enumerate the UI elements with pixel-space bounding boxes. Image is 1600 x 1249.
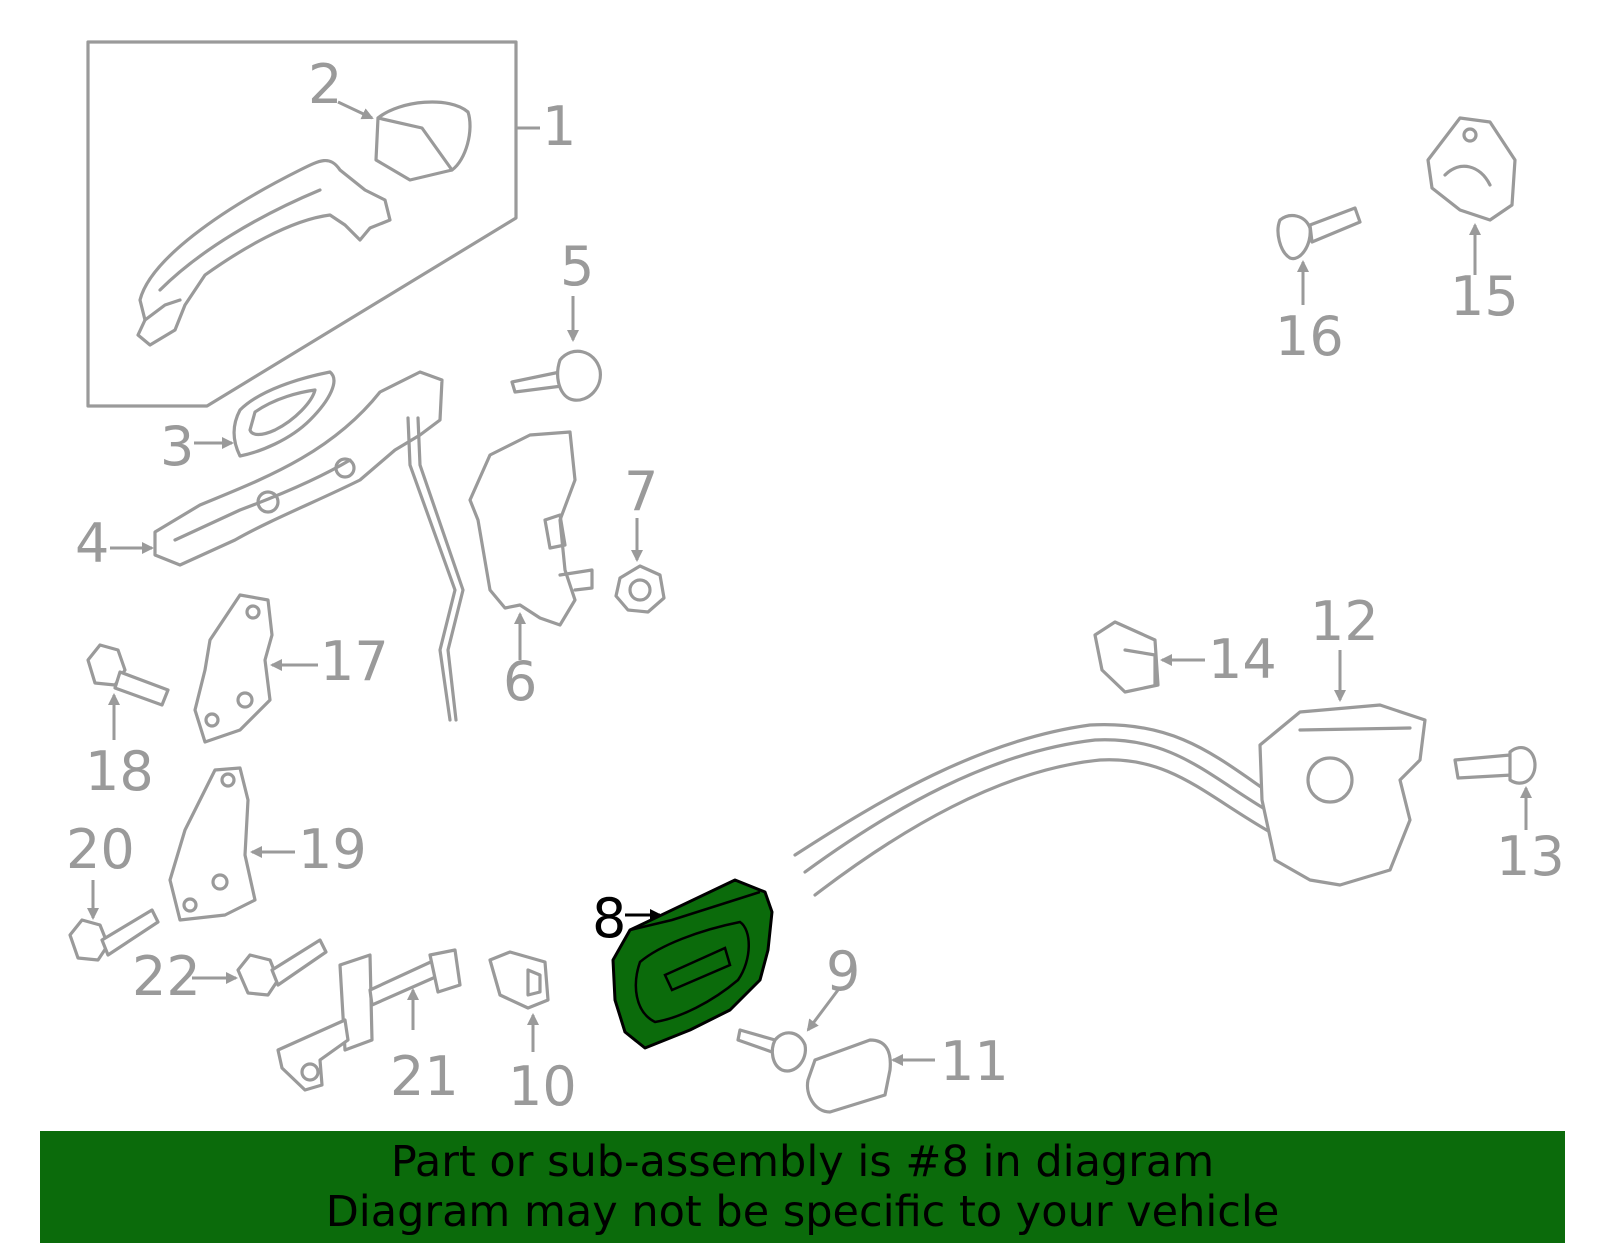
- callout-6: 6: [503, 650, 537, 713]
- callout-10: 10: [508, 1055, 577, 1118]
- callout-21: 21: [390, 1045, 459, 1108]
- cap-11-part: [805, 1038, 935, 1114]
- hinge-19-part: [168, 766, 295, 922]
- callout-5: 5: [560, 235, 594, 298]
- handle-frame-part: [110, 370, 444, 567]
- callout-3: 3: [160, 415, 194, 478]
- callout-17: 17: [320, 630, 389, 693]
- hinge-17-part: [193, 593, 318, 744]
- door-latch-part: [793, 650, 1427, 897]
- nut-part: [614, 518, 666, 614]
- handle-cap-part: [337, 100, 472, 182]
- banner-line-part-number: Part or sub-assembly is #8 in diagram: [390, 1137, 1215, 1187]
- outer-handle-part: [136, 159, 392, 347]
- callout-14: 14: [1208, 628, 1277, 691]
- callout-9: 9: [826, 940, 860, 1003]
- callout-7: 7: [624, 460, 658, 523]
- callout-2: 2: [308, 53, 342, 116]
- inner-door-handle-highlight: [611, 878, 774, 1050]
- callout-13: 13: [1496, 825, 1565, 888]
- callout-19: 19: [298, 818, 367, 881]
- callout-12: 12: [1310, 590, 1379, 653]
- callout-20: 20: [66, 818, 135, 881]
- clip-14-part: [1093, 620, 1205, 694]
- callout-16: 16: [1275, 305, 1344, 368]
- callout-1: 1: [542, 95, 576, 158]
- latch-cover-part: [468, 430, 594, 660]
- callout-4: 4: [75, 512, 109, 575]
- screw-16-part: [1276, 206, 1362, 305]
- handle-assembly-box: [86, 40, 540, 408]
- screw-5-part: [510, 296, 602, 402]
- callout-18: 18: [85, 740, 154, 803]
- callout-11: 11: [940, 1030, 1009, 1093]
- banner-line-disclaimer: Diagram may not be specific to your vehi…: [325, 1187, 1280, 1237]
- bolt-22-part: [192, 938, 328, 997]
- bolt-18-part: [86, 643, 170, 740]
- clip-10-part: [488, 950, 550, 1052]
- gasket-part: [194, 370, 336, 458]
- bolt-13-part: [1453, 746, 1537, 830]
- callout-22: 22: [132, 945, 201, 1008]
- door-check-21-part: [276, 948, 462, 1092]
- lock-rod-part: [406, 416, 465, 722]
- callout-15: 15: [1450, 265, 1519, 328]
- callout-8: 8: [592, 887, 626, 950]
- striker-15-part: [1426, 116, 1517, 275]
- screw-9-part: [736, 989, 840, 1073]
- bolt-20-part: [68, 880, 160, 962]
- info-banner: Part or sub-assembly is #8 in diagram Di…: [40, 1131, 1565, 1243]
